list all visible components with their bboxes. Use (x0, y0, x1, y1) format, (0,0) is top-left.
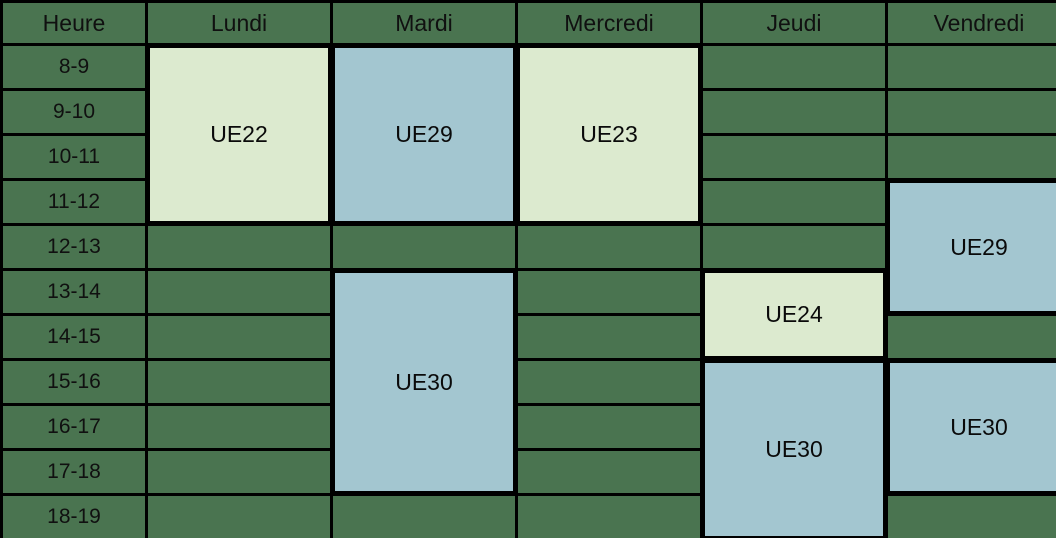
column-header-vendredi: Vendredi (888, 3, 1056, 43)
hour-label-18-19: 18-19 (3, 496, 145, 538)
empty-slot-mercredi-18-19[interactable] (518, 496, 700, 538)
event-lundi-ue22[interactable]: UE22 (148, 46, 330, 223)
event-jeudi-ue30[interactable]: UE30 (703, 361, 885, 538)
empty-slot-lundi-13-14[interactable] (148, 271, 330, 313)
column-header-mercredi: Mercredi (518, 3, 700, 43)
empty-slot-vendredi-8-9[interactable] (888, 46, 1056, 88)
empty-slot-vendredi-10-11[interactable] (888, 136, 1056, 178)
empty-slot-jeudi-11-12[interactable] (703, 181, 885, 223)
column-header-heure: Heure (3, 3, 145, 43)
empty-slot-lundi-18-19[interactable] (148, 496, 330, 538)
hour-label-12-13: 12-13 (3, 226, 145, 268)
event-jeudi-ue24[interactable]: UE24 (703, 271, 885, 358)
empty-slot-mercredi-16-17[interactable] (518, 406, 700, 448)
empty-slot-lundi-16-17[interactable] (148, 406, 330, 448)
event-vendredi-ue29[interactable]: UE29 (888, 181, 1056, 313)
empty-slot-jeudi-10-11[interactable] (703, 136, 885, 178)
hour-label-9-10: 9-10 (3, 91, 145, 133)
hour-label-17-18: 17-18 (3, 451, 145, 493)
empty-slot-lundi-14-15[interactable] (148, 316, 330, 358)
empty-slot-jeudi-12-13[interactable] (703, 226, 885, 268)
empty-slot-mercredi-14-15[interactable] (518, 316, 700, 358)
event-mercredi-ue23[interactable]: UE23 (518, 46, 700, 223)
hour-label-13-14: 13-14 (3, 271, 145, 313)
hour-label-16-17: 16-17 (3, 406, 145, 448)
empty-slot-lundi-17-18[interactable] (148, 451, 330, 493)
event-mardi-ue30[interactable]: UE30 (333, 271, 515, 493)
empty-slot-lundi-15-16[interactable] (148, 361, 330, 403)
empty-slot-mercredi-13-14[interactable] (518, 271, 700, 313)
column-header-jeudi: Jeudi (703, 3, 885, 43)
empty-slot-vendredi-9-10[interactable] (888, 91, 1056, 133)
empty-slot-mercredi-17-18[interactable] (518, 451, 700, 493)
empty-slot-vendredi-18-19[interactable] (888, 496, 1056, 538)
empty-slot-lundi-12-13[interactable] (148, 226, 330, 268)
empty-slot-mardi-18-19[interactable] (333, 496, 515, 538)
hour-label-8-9: 8-9 (3, 46, 145, 88)
empty-slot-mardi-12-13[interactable] (333, 226, 515, 268)
hour-label-11-12: 11-12 (3, 181, 145, 223)
empty-slot-mercredi-15-16[interactable] (518, 361, 700, 403)
empty-slot-jeudi-8-9[interactable] (703, 46, 885, 88)
empty-slot-vendredi-14-15[interactable] (888, 316, 1056, 358)
hour-label-10-11: 10-11 (3, 136, 145, 178)
column-header-lundi: Lundi (148, 3, 330, 43)
event-mardi-ue29[interactable]: UE29 (333, 46, 515, 223)
empty-slot-mercredi-12-13[interactable] (518, 226, 700, 268)
empty-slot-jeudi-9-10[interactable] (703, 91, 885, 133)
event-vendredi-ue30[interactable]: UE30 (888, 361, 1056, 493)
hour-label-14-15: 14-15 (3, 316, 145, 358)
hour-label-15-16: 15-16 (3, 361, 145, 403)
column-header-mardi: Mardi (333, 3, 515, 43)
